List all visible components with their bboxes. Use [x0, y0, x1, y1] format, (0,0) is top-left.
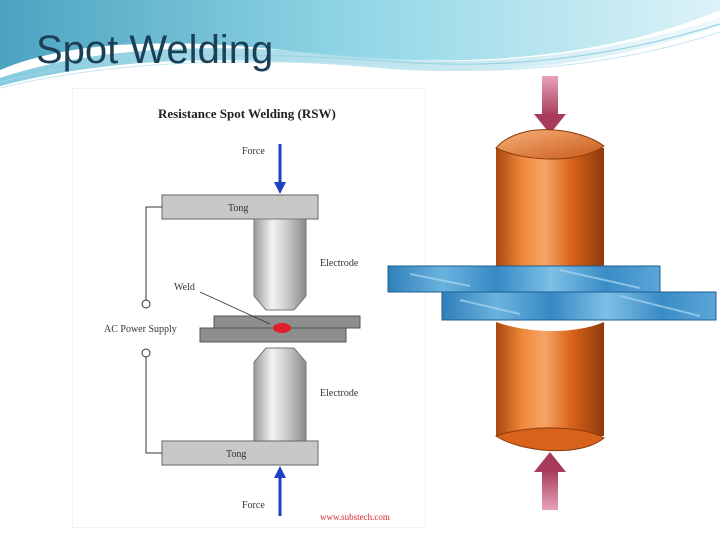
- force-bottom-label: Force: [242, 500, 265, 511]
- tong-bottom: [161, 440, 319, 466]
- power-supply-wiring: [141, 206, 162, 454]
- force-top-label: Force: [242, 146, 265, 157]
- pressure-arrow-top: [534, 76, 566, 134]
- sheet-lower: [199, 327, 347, 343]
- pressure-arrow-bottom: [534, 452, 566, 510]
- rsw-diagram-drawing: Resistance Spot Welding (RSW) Force Tong…: [72, 88, 426, 528]
- rsw-title: Resistance Spot Welding (RSW): [158, 106, 336, 121]
- force-bottom-arrow: [274, 466, 286, 516]
- weld-label: Weld: [174, 282, 195, 293]
- source-credit: www.substech.com: [320, 512, 390, 522]
- tong-top: [161, 194, 319, 220]
- rsw-diagram: Resistance Spot Welding (RSW) Force Tong…: [72, 88, 426, 528]
- power-supply-label: AC Power Supply: [104, 324, 177, 335]
- electrode-bottom: [253, 347, 307, 442]
- steel-sheet-lower: [441, 291, 717, 321]
- electrode-bottom-label: Electrode: [320, 388, 359, 399]
- spot-weld-3d-illustration: [387, 76, 717, 510]
- header-swoosh-decoration: [0, 0, 720, 89]
- weld-pointer: [199, 291, 271, 325]
- tong-bottom-label: Tong: [226, 449, 246, 460]
- slide-title: Spot Welding: [36, 28, 274, 72]
- steel-sheet-upper: [387, 265, 661, 293]
- weld-nugget: [273, 323, 291, 333]
- copper-electrode-top: [495, 129, 605, 268]
- tong-top-label: Tong: [228, 203, 248, 214]
- force-top-arrow: [274, 144, 286, 194]
- copper-electrode-bottom: [494, 322, 605, 452]
- electrode-top-label: Electrode: [320, 258, 359, 269]
- electrode-top: [253, 218, 307, 311]
